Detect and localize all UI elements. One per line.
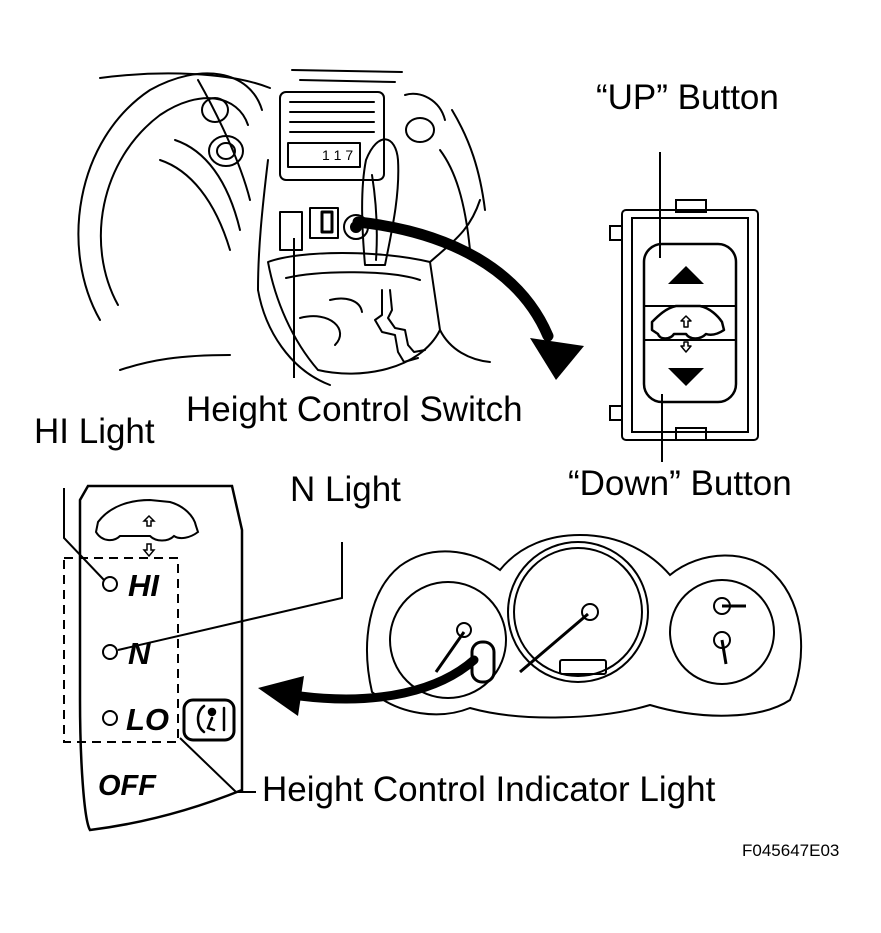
- off-text: OFF: [98, 770, 157, 802]
- hi-leader-line: [63, 488, 105, 581]
- speedometer: [507, 541, 649, 683]
- n-light: [102, 644, 118, 660]
- n-text: N: [128, 636, 151, 671]
- center-stack: [279, 91, 385, 181]
- down-arrow-icon[interactable]: [668, 368, 704, 386]
- shifter-base: [267, 252, 441, 375]
- dash-display-text: 1 1 7: [322, 147, 353, 163]
- right-gauge: [669, 579, 775, 685]
- indicator-leader-line: [179, 737, 256, 793]
- seat-icon: [196, 704, 226, 734]
- height-control-indicator-icon: [182, 698, 236, 742]
- shift-lever: [361, 138, 400, 266]
- height-control-switch-panel: [609, 199, 759, 441]
- up-arrow-icon[interactable]: [668, 266, 704, 284]
- up-button-label: “UP” Button: [596, 78, 779, 117]
- instrument-cluster: [366, 533, 803, 719]
- switch-arrow: [352, 216, 584, 380]
- left-gauge: [389, 581, 507, 699]
- indicator-panel: [63, 484, 244, 832]
- vehicle-height-icon: [650, 304, 726, 353]
- down-button-label: “Down” Button: [568, 464, 792, 503]
- steering-wheel-inner: [99, 97, 249, 306]
- cluster-bezel: [366, 533, 803, 719]
- figure-code: F045647E03: [742, 841, 840, 860]
- hi-text: HI: [128, 568, 160, 603]
- odometer-window: [559, 659, 607, 675]
- dashboard-illustration: [77, 69, 491, 386]
- audio-display: [287, 142, 361, 168]
- height-control-switch-housing: [279, 211, 303, 251]
- shift-gate: [374, 289, 419, 363]
- lo-light: [102, 710, 118, 726]
- n-light-label: N Light: [290, 470, 401, 509]
- height-control-switch-label: Height Control Switch: [186, 390, 523, 429]
- hi-light: [102, 576, 118, 592]
- cluster-arrow: [258, 655, 479, 716]
- height-control-indicator-light-label: Height Control Indicator Light: [262, 770, 716, 809]
- hi-light-label: HI Light: [34, 412, 155, 451]
- lo-text: LO: [126, 702, 169, 737]
- car-icon: [94, 498, 200, 542]
- n-leader-line: [117, 542, 343, 651]
- knob-icon: [208, 135, 244, 167]
